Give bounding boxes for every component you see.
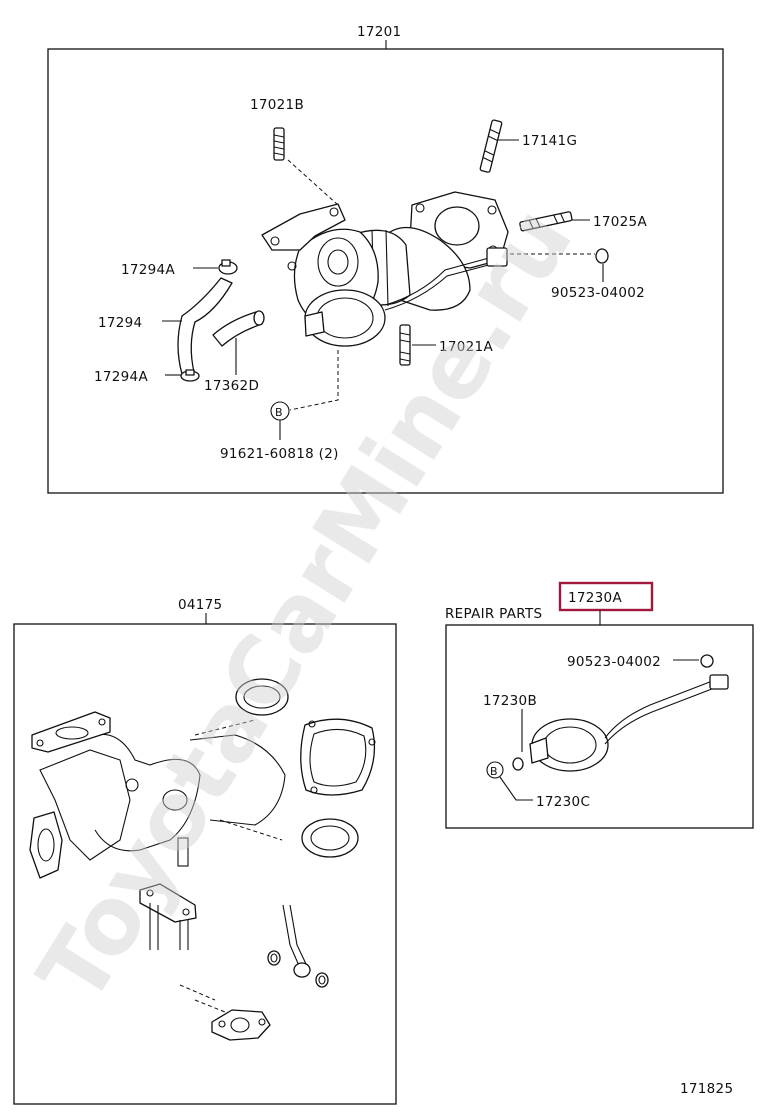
hose-17362d-icon bbox=[212, 310, 265, 347]
gasket-kit-number: 04175 bbox=[178, 597, 222, 613]
clip-90523-repair-icon bbox=[700, 654, 714, 668]
washer-right-icon bbox=[315, 972, 329, 988]
stud-17021a-icon bbox=[399, 324, 411, 366]
repair-parts-caption: REPAIR PARTS bbox=[445, 606, 542, 622]
oil-pipe-icon bbox=[282, 904, 311, 978]
gasket-kit-group: 04175 bbox=[13, 597, 397, 1105]
bottom-gasket-icon bbox=[179, 984, 271, 1041]
label-17294a-bottom: 17294A bbox=[94, 369, 148, 385]
flange-gasket-icon bbox=[31, 711, 111, 753]
label-17294: 17294 bbox=[98, 315, 142, 331]
label-17362d: 17362D bbox=[204, 378, 259, 394]
stud-17025a-icon bbox=[519, 211, 573, 232]
washer-17230b-icon bbox=[512, 757, 524, 771]
nut-marker-icon: B bbox=[486, 761, 504, 779]
oil-gasket-icon bbox=[139, 883, 197, 950]
label-17141g: 17141G bbox=[522, 133, 577, 149]
assembly-number: 17201 bbox=[357, 24, 401, 40]
actuator-icon bbox=[529, 674, 729, 772]
stud-17141g-icon bbox=[479, 119, 503, 173]
label-17294a-top: 17294A bbox=[121, 262, 175, 278]
figure-number: 171825 bbox=[680, 1081, 733, 1097]
label-91621: 91621-60818 (2) bbox=[220, 446, 339, 462]
turbo-ghost-icon bbox=[39, 719, 286, 867]
bolt-marker-letter: B bbox=[275, 406, 283, 419]
hose-clip-bottom-icon bbox=[180, 369, 200, 382]
left-gasket-icon bbox=[29, 811, 63, 879]
highlight-box-17230a bbox=[558, 581, 654, 612]
repair-parts-frame bbox=[445, 624, 754, 829]
hose-clip-top-icon bbox=[218, 259, 238, 275]
repair-parts-number: 17230A bbox=[568, 590, 622, 606]
ring-gasket-top-icon bbox=[235, 678, 289, 716]
label-17230b: 17230B bbox=[483, 693, 537, 709]
label-90523-top: 90523-04002 bbox=[551, 285, 645, 301]
turbocharger-icon bbox=[261, 191, 509, 347]
ring-gasket-mid-icon bbox=[301, 818, 359, 858]
gasket-kit-frame bbox=[13, 623, 397, 1105]
nut-marker-letter: B bbox=[490, 765, 498, 778]
label-17021a: 17021A bbox=[439, 339, 493, 355]
stud-17021b-icon bbox=[273, 127, 285, 161]
turbo-assembly-group: 17201 17021B 17141G 17025A bbox=[47, 24, 724, 494]
repair-parts-group: REPAIR PARTS 17230A 90523-04002 17230B B bbox=[445, 581, 754, 829]
label-17230c: 17230C bbox=[536, 794, 590, 810]
label-17021b: 17021B bbox=[250, 97, 304, 113]
label-17025a: 17025A bbox=[593, 214, 647, 230]
washer-left-icon bbox=[267, 950, 281, 966]
clip-90523-icon bbox=[595, 248, 609, 264]
turbine-gasket-icon bbox=[300, 718, 376, 796]
label-90523-repair: 90523-04002 bbox=[567, 654, 661, 670]
assembly-frame bbox=[47, 48, 724, 494]
